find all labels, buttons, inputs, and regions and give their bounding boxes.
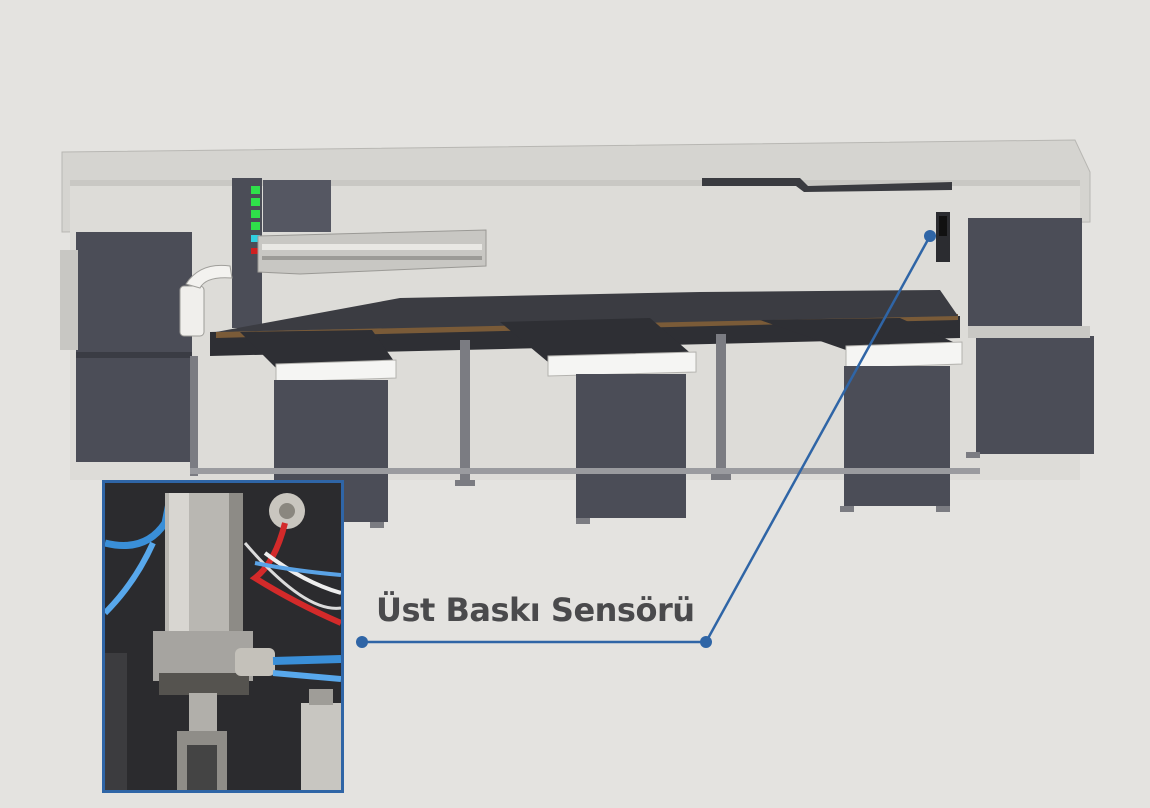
right-side-cabinet: [968, 218, 1082, 330]
support-table-middle: [500, 318, 697, 518]
elbow-fitting: [235, 648, 275, 676]
indicator-lights: [251, 186, 260, 254]
callout-dot-sensor: [924, 230, 936, 242]
right-lower-cabinet: [976, 336, 1094, 454]
pressure-cylinder: [179, 285, 205, 337]
support-table-left: [240, 330, 397, 522]
machine-legs: [190, 334, 980, 528]
carriage-arm: [257, 229, 487, 275]
machine-top-slot: [702, 178, 952, 192]
support-table-right: [760, 318, 963, 506]
callout-label: Üst Baskı Sensörü: [376, 591, 695, 629]
callout-dot-elbow: [700, 636, 712, 648]
callout-lines: [362, 235, 932, 644]
callout-dot-start: [356, 636, 368, 648]
sensor-closeup-photo: [102, 480, 344, 793]
left-side-cabinet: [76, 232, 192, 462]
